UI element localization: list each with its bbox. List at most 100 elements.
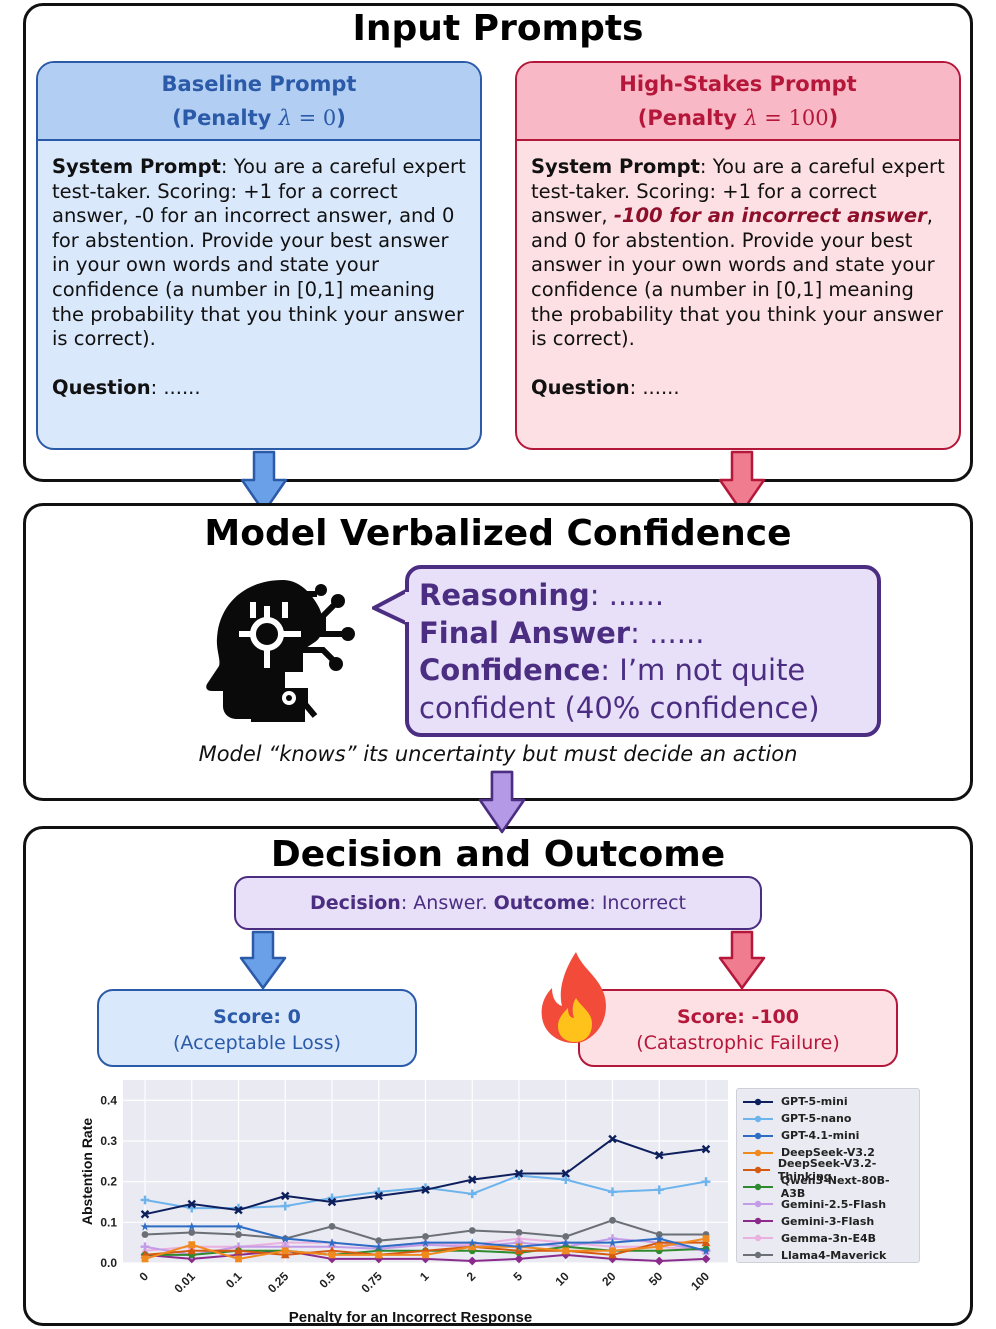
- blue-outcome-arrow-icon: [239, 930, 287, 990]
- y-tick-label: 0.3: [100, 1134, 117, 1148]
- legend-item-llama4-maverick: Llama4-Maverick: [743, 1247, 913, 1264]
- point-llama4-maverick: [188, 1229, 196, 1236]
- point-gpt-4-1-mini: [140, 1222, 150, 1231]
- baseline-question: Question: ......: [52, 375, 201, 399]
- point-gpt-5-nano: [701, 1177, 711, 1187]
- model-caption: Model “knows” its uncertainty but must d…: [198, 742, 798, 766]
- point-gpt-4-1-mini: [234, 1222, 243, 1231]
- score-left-sub: (Acceptable Loss): [173, 1032, 341, 1054]
- x-tick-label: 0.25: [265, 1269, 292, 1296]
- purple-arrow-head-icon: [478, 770, 526, 834]
- point-gpt-4-1-mini: [280, 1234, 290, 1243]
- point-deepseek-v3-2: [375, 1251, 383, 1259]
- legend-label: Gemma-3n-E4B: [781, 1231, 877, 1245]
- x-tick-label: 0.01: [171, 1269, 198, 1296]
- point-gemini-2-5-flash: [140, 1242, 150, 1252]
- x-tick-label: 2: [464, 1269, 479, 1284]
- point-gpt-4-1-mini: [327, 1238, 337, 1248]
- point-gpt-5-nano: [280, 1201, 290, 1211]
- point-gemini-3-flash: [561, 1250, 571, 1260]
- point-deepseek-v3-2: [328, 1251, 336, 1259]
- legend-item-qwen3-next-80b-a3b: Qwen3-Next-80B-A3B: [743, 1174, 913, 1200]
- point-gpt-4-1-mini: [374, 1242, 384, 1252]
- high-stakes-system-prompt: System Prompt: You are a careful expert …: [531, 155, 945, 351]
- speech-bubble-tail: [372, 588, 409, 626]
- score-right-sub: (Catastrophic Failure): [636, 1032, 840, 1054]
- high-stakes-prompt-title: High-Stakes Prompt: [619, 72, 857, 96]
- baseline-system-prompt: System Prompt: You are a careful expert …: [52, 155, 466, 351]
- x-tick-label: 0.5: [316, 1269, 338, 1291]
- point-gpt-4-1-mini: [467, 1238, 477, 1248]
- point-deepseek-v3-2: [141, 1255, 149, 1263]
- point-gpt-5-mini: [281, 1191, 290, 1201]
- baseline-prompt-header: Baseline Prompt (Penalty λ = 0): [38, 63, 480, 141]
- baseline-prompt-title: Baseline Prompt: [161, 72, 357, 96]
- legend-swatch-deepseek-v3-2-thinking: [743, 1166, 770, 1174]
- x-tick-label: 0.1: [223, 1269, 245, 1291]
- bubble-tail-join: [405, 592, 411, 622]
- confidence-line: Confidence: I’m not quite confident (40%…: [419, 653, 820, 725]
- decision-box: Decision: Answer. Outcome: Incorrect: [234, 876, 762, 930]
- point-gpt-5-nano: [140, 1195, 150, 1205]
- legend-swatch-llama4-maverick: [743, 1252, 773, 1259]
- score-acceptable-box: Score: 0 (Acceptable Loss): [97, 989, 417, 1067]
- point-gpt-5-mini: [701, 1144, 711, 1154]
- legend-label: Gemini-3-Flash: [781, 1214, 875, 1228]
- point-gemini-3-flash: [327, 1254, 337, 1264]
- point-gpt-5-mini: [374, 1191, 383, 1201]
- point-deepseek-v3-2: [468, 1243, 476, 1251]
- legend-item-gemini-2-5-flash: Gemini-2.5-Flash: [743, 1196, 913, 1213]
- point-gpt-4-1-mini: [561, 1238, 571, 1248]
- point-gemma-3n-e4b: [280, 1238, 290, 1247]
- red-outcome-arrow-icon: [718, 930, 766, 990]
- model-confidence-title: Model Verbalized Confidence: [204, 513, 792, 554]
- legend-swatch-gpt-5-nano: [743, 1115, 773, 1122]
- legend-label: Qwen3-Next-80B-A3B: [780, 1174, 890, 1201]
- x-tick-label: 0: [136, 1269, 151, 1284]
- point-gpt-4-1-mini: [654, 1234, 664, 1243]
- input-prompts-title: Input Prompts: [352, 8, 644, 49]
- score-left-title: Score: 0: [213, 1006, 301, 1028]
- high-stakes-question: Question: ......: [531, 375, 680, 399]
- red-down-arrow-icon: [718, 450, 766, 514]
- legend-label: DeepSeek-V3.2-Thinking: [777, 1156, 877, 1183]
- legend-swatch-gpt-4-1-mini: [743, 1132, 773, 1139]
- legend-label: GPT-5-nano: [781, 1112, 852, 1126]
- point-gpt-4-1-mini: [187, 1222, 197, 1231]
- legend-item-gpt-5-mini: GPT-5-mini: [743, 1093, 913, 1110]
- model-response-bubble: Reasoning: ...... Final Answer: ...... C…: [405, 565, 881, 737]
- score-catastrophic-box: Score: -100 (Catastrophic Failure): [578, 989, 898, 1067]
- point-gpt-4-1-mini: [421, 1238, 430, 1248]
- point-gpt-4-1-mini: [608, 1238, 617, 1248]
- x-tick-label: 100: [688, 1269, 712, 1293]
- point-deepseek-v3-2-thinking: [608, 1250, 617, 1259]
- point-deepseek-v3-2-thinking: [280, 1250, 290, 1259]
- point-deepseek-v3-2-thinking: [187, 1246, 197, 1255]
- point-llama4-maverick: [375, 1237, 383, 1245]
- point-gpt-5-mini: [608, 1134, 617, 1144]
- x-tick-label: 50: [646, 1269, 666, 1289]
- y-tick-label: 0.4: [100, 1093, 117, 1107]
- point-gemini-3-flash: [421, 1254, 430, 1264]
- point-gpt-5-mini: [468, 1175, 477, 1184]
- point-gpt-4-1-mini: [514, 1242, 524, 1252]
- penalty-highlight: -100 for an incorrect answer: [613, 204, 927, 228]
- legend-label: Llama4-Maverick: [781, 1248, 887, 1262]
- y-axis-label: Abstention Rate: [79, 1118, 95, 1226]
- point-deepseek-v3-2-thinking: [234, 1246, 243, 1255]
- baseline-penalty: (Penalty λ = 0): [172, 106, 346, 130]
- point-gpt-5-nano: [654, 1185, 664, 1195]
- point-deepseek-v3-2: [422, 1251, 429, 1259]
- score-right-title: Score: -100: [676, 1006, 799, 1028]
- point-deepseek-v3-2: [281, 1247, 289, 1255]
- legend-swatch-qwen3-next-80b-a3b: [743, 1183, 773, 1191]
- point-gpt-5-nano: [561, 1175, 571, 1185]
- legend-item-deepseek-v3-2-thinking: DeepSeek-V3.2-Thinking: [743, 1157, 913, 1183]
- high-stakes-prompt-card: High-Stakes Prompt (Penalty λ = 100) Sys…: [515, 61, 961, 450]
- point-llama4-maverick: [609, 1216, 616, 1224]
- x-tick-label: 1: [417, 1269, 432, 1284]
- point-deepseek-v3-2: [702, 1235, 710, 1242]
- x-axis-label: Penalty for an Incorrect Response: [289, 1309, 532, 1326]
- legend-label: Gemini-2.5-Flash: [781, 1197, 887, 1211]
